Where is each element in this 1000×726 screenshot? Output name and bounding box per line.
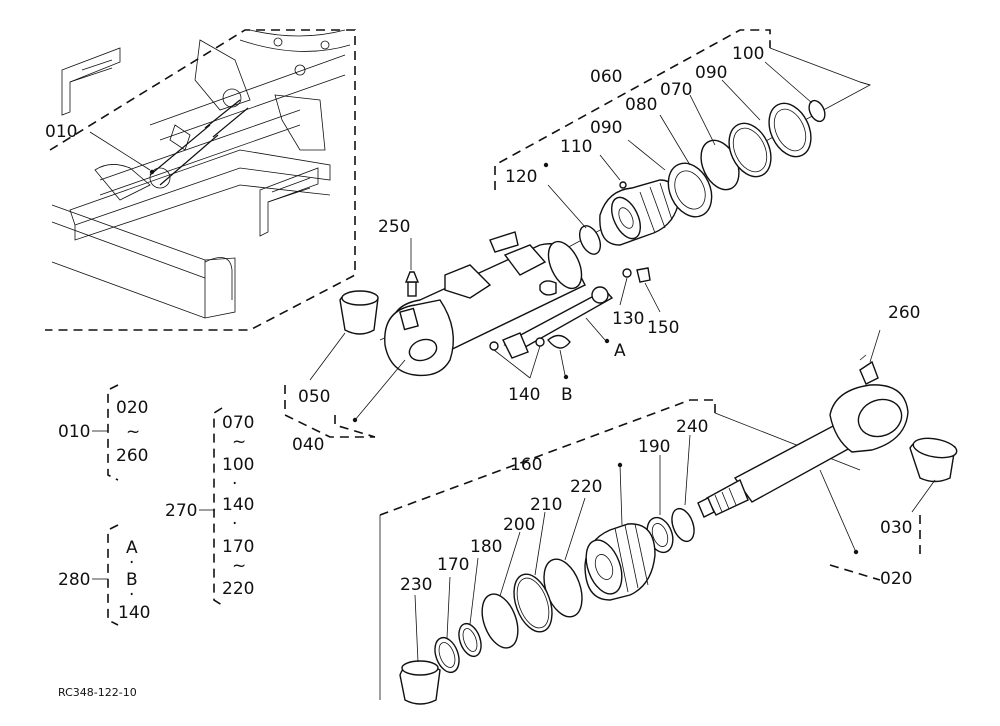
legend-270-item-2: 100 <box>222 455 254 475</box>
callout-060: 060 <box>590 67 622 87</box>
callout-040: 040 <box>292 435 324 455</box>
legend-280-label: 280 <box>58 570 90 590</box>
legend-280-item-1: · <box>129 553 134 573</box>
legend-010-item-1: ~ <box>126 422 140 442</box>
callout-170: 170 <box>437 555 469 575</box>
legend-010: 010 020 ~ 260 <box>58 384 148 481</box>
callout-A: A <box>614 341 626 361</box>
callout-130: 130 <box>612 309 644 329</box>
callout-090a: 090 <box>590 118 622 138</box>
callout-210: 210 <box>530 495 562 515</box>
legend-280-item-2: B <box>126 570 138 590</box>
callout-150: 150 <box>647 318 679 338</box>
callout-180: 180 <box>470 537 502 557</box>
callout-240: 240 <box>676 417 708 437</box>
callout-070: 070 <box>660 80 692 100</box>
callout-020: 020 <box>880 569 912 589</box>
legend-270-item-4: 140 <box>222 495 254 515</box>
callout-200: 200 <box>503 515 535 535</box>
callout-190: 190 <box>638 437 670 457</box>
legend-270-item-8: 220 <box>222 579 254 599</box>
legend-270: 270 070 ~ 100 · 140 · 170 ~ 220 <box>165 407 254 606</box>
callout-100: 100 <box>732 44 764 64</box>
callout-220: 220 <box>570 477 602 497</box>
callout-050: 050 <box>298 387 330 407</box>
legend-270-item-3: · <box>232 474 237 494</box>
legend-270-item-7: ~ <box>232 556 246 576</box>
callout-080: 080 <box>625 95 657 115</box>
legend-280-item-4: 140 <box>118 603 150 623</box>
callout-140: 140 <box>508 385 540 405</box>
upper-assembly: 250 050 040 A B 140 130 150 <box>284 29 872 455</box>
callout-110: 110 <box>560 137 592 157</box>
legend-280-item-0: A <box>126 538 138 558</box>
legend-010-label: 010 <box>58 422 90 442</box>
legend-270-item-1: ~ <box>232 432 246 452</box>
machine-inset: 010 <box>45 29 356 331</box>
callout-090b: 090 <box>695 63 727 83</box>
legend-270-item-0: 070 <box>222 413 254 433</box>
legend-010-item-2: 260 <box>116 446 148 466</box>
callout-160: 160 <box>510 455 542 475</box>
callout-030: 030 <box>880 518 912 538</box>
legend-280-item-3: · <box>129 585 134 605</box>
legend-010-item-0: 020 <box>116 398 148 418</box>
legend-270-item-6: 170 <box>222 537 254 557</box>
callout-010: 010 <box>45 122 77 142</box>
callout-250: 250 <box>378 217 410 237</box>
callout-B: B <box>561 385 573 405</box>
legend-270-item-5: · <box>232 514 237 534</box>
callout-230: 230 <box>400 575 432 595</box>
callout-120: 120 <box>505 167 537 187</box>
diagram-code: RC348-122-10 <box>58 686 137 699</box>
lower-assembly: 160 020 260 030 240 190 <box>379 303 958 705</box>
callout-260: 260 <box>888 303 920 323</box>
legend-270-label: 270 <box>165 501 197 521</box>
legend-280: 280 A · B · 140 <box>58 524 150 626</box>
